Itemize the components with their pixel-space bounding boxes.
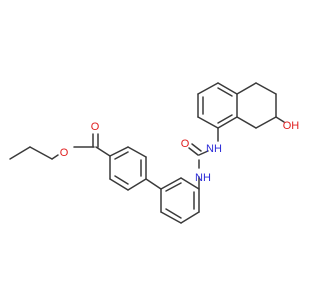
bond-ring2-inner-a xyxy=(165,182,182,192)
bond-ring4-e xyxy=(236,116,257,129)
nh-lower-label: NH xyxy=(195,172,211,184)
bond-ethyl-ch2 xyxy=(29,146,53,160)
bond-ring1-a xyxy=(109,146,129,157)
bond-ring1-inner-a xyxy=(114,151,129,160)
structure-canvas: O O O NH NH OH xyxy=(9,82,300,224)
bond-ring1-e xyxy=(109,178,129,191)
bond-ring3-a xyxy=(197,116,219,129)
bond-ring3-d xyxy=(217,82,238,95)
hydroxyl-label: OH xyxy=(283,120,300,132)
urea-o-label: O xyxy=(181,138,190,150)
bond-ester-o-link xyxy=(51,154,59,160)
bond-biphenyl xyxy=(145,178,162,190)
bond-ring2-d xyxy=(180,211,200,224)
bond-ester-c-ring xyxy=(95,146,111,157)
bond-oh xyxy=(275,116,285,123)
atom-label-layer: O O O NH NH OH xyxy=(60,120,300,184)
bond-ring3-f xyxy=(217,116,238,129)
bond-ring2-inner-c xyxy=(165,208,182,219)
bond-ring4-a xyxy=(236,82,257,95)
bond-urea-o-b xyxy=(191,143,202,152)
molecule-diagram: O O O NH NH OH xyxy=(9,82,300,224)
bond-ring2-e xyxy=(160,211,182,224)
bond-urea-nh-upper xyxy=(198,150,209,156)
bond-ethyl-ch3 xyxy=(9,146,31,160)
bond-urea-o-a xyxy=(188,147,199,156)
bond-ring3-c xyxy=(197,82,219,95)
bond-ring2-b xyxy=(180,177,200,190)
bond-ring3-inner-c xyxy=(217,114,233,124)
bond-ring1-inner-c xyxy=(114,175,129,185)
bond-layer xyxy=(9,82,285,224)
bond-ring1-d xyxy=(127,178,147,191)
ester-o-single-label: O xyxy=(60,147,69,159)
bond-ring4-b xyxy=(255,82,277,95)
bond-ring2-a xyxy=(160,177,182,190)
bond-ring1-b xyxy=(127,146,147,158)
nh-upper-label: NH xyxy=(206,143,222,155)
bond-ring3-inner-b xyxy=(217,87,233,97)
ester-o-double-label: O xyxy=(91,121,100,133)
bond-ring4-d xyxy=(255,116,277,129)
